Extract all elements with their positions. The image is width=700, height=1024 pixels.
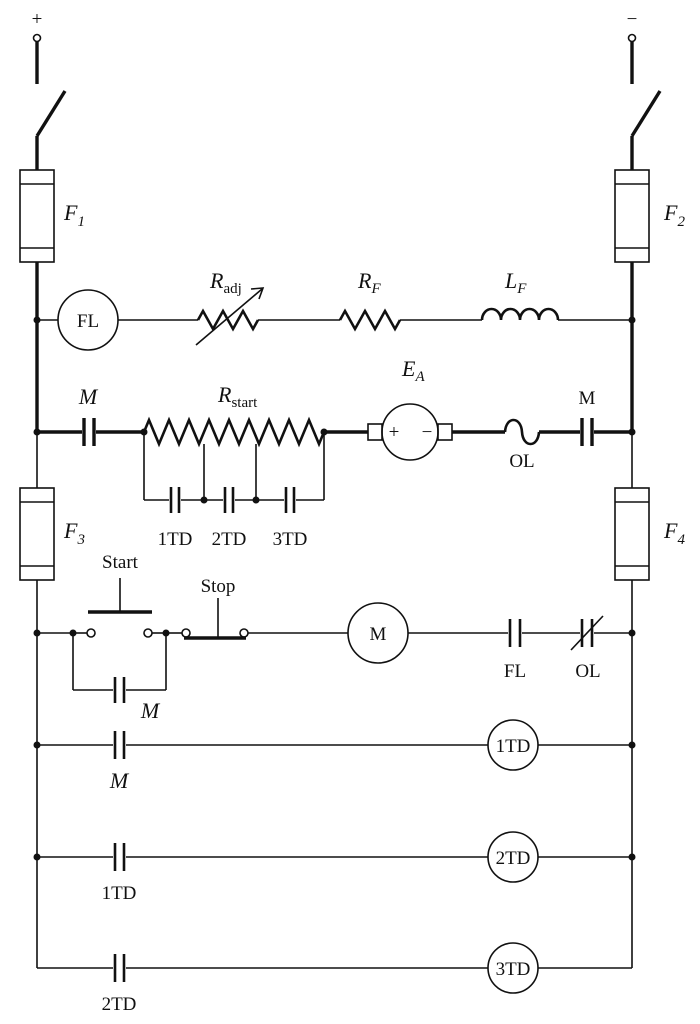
motor-coil-rung: Start Stop M FL OL	[33, 552, 636, 682]
coil-1td-label: 1TD	[496, 736, 531, 757]
fuse-f1-label: F1	[63, 200, 85, 230]
negative-terminal: −	[627, 9, 638, 84]
negative-terminal-label: −	[627, 9, 638, 30]
overload-heater: OL	[503, 418, 541, 472]
field-loss-relay-label: FL	[77, 311, 99, 332]
r-adj-label: Radj	[209, 268, 242, 297]
l-f-label: LF	[504, 268, 527, 297]
start-pushbutton: Start	[73, 552, 166, 638]
positive-terminal-label: +	[32, 9, 43, 30]
starting-resistor-r-start: Rstart	[142, 382, 326, 448]
overload-heater-label: OL	[509, 451, 534, 472]
rung-2td: 1TD 2TD	[33, 831, 636, 904]
contact-m-right-label: M	[579, 388, 596, 409]
motor-contactor-coil: M	[347, 602, 409, 664]
field-inductance-l-f: LF	[480, 268, 560, 321]
seal-in-contact-m: M	[72, 633, 167, 723]
td-contact-3-label: 3TD	[273, 529, 308, 550]
fuse-f3-label: F3	[63, 518, 85, 548]
ol-contact-label: OL	[575, 661, 600, 682]
field-resistor-r-f: RF	[338, 268, 402, 332]
td-contact-2-label: 2TD	[212, 529, 247, 550]
field-circuit-rung: FL Radj RF LF	[33, 268, 636, 351]
armature-circuit-rung: M Rstart + − EA OL M	[33, 356, 636, 472]
fuse-f3: F3	[19, 487, 85, 581]
fl-contact: FL	[504, 619, 526, 682]
r-start-label: Rstart	[217, 382, 258, 411]
coil-3td-label: 3TD	[496, 959, 531, 980]
contact-m-left: M	[78, 384, 99, 446]
field-loss-relay-coil: FL	[57, 289, 119, 351]
rung-3td-contact-label: 2TD	[102, 994, 137, 1015]
contact-m-left-label: M	[78, 384, 99, 409]
fuse-f4: F4	[614, 487, 685, 581]
right-disconnect-switch	[630, 90, 662, 170]
left-disconnect-switch	[35, 90, 67, 170]
motor-coil-label: M	[370, 624, 387, 645]
armature-minus-label: −	[422, 422, 433, 443]
fl-contact-label: FL	[504, 661, 526, 682]
armature-e-a: + − EA	[367, 356, 453, 461]
armature-plus-label: +	[389, 422, 400, 443]
fuse-f4-label: F4	[663, 518, 685, 548]
stop-label: Stop	[201, 576, 236, 597]
rung-2td-contact-label: 1TD	[102, 883, 137, 904]
positive-terminal: +	[32, 9, 43, 84]
fuse-f2-label: F2	[663, 200, 685, 230]
rung-1td-contact-label: M	[109, 768, 130, 793]
rung-3td: 2TD 3TD	[37, 942, 632, 1015]
rung-1td: M 1TD	[33, 719, 636, 793]
coil-2td-label: 2TD	[496, 848, 531, 869]
start-label: Start	[102, 552, 139, 573]
td-bypass-contacts: 1TD 2TD 3TD	[143, 432, 325, 550]
ol-normally-closed-contact: OL	[570, 615, 604, 682]
stop-pushbutton: Stop	[166, 576, 249, 640]
r-f-label: RF	[357, 268, 381, 297]
contact-m-right: M	[579, 388, 596, 446]
e-a-label: EA	[401, 356, 425, 385]
seal-in-contact-label: M	[140, 698, 161, 723]
td-contact-1-label: 1TD	[158, 529, 193, 550]
fuse-f2: F2	[614, 169, 685, 263]
fuse-f1: F1	[19, 169, 85, 263]
adjustable-resistor-r-adj: Radj	[195, 268, 265, 346]
